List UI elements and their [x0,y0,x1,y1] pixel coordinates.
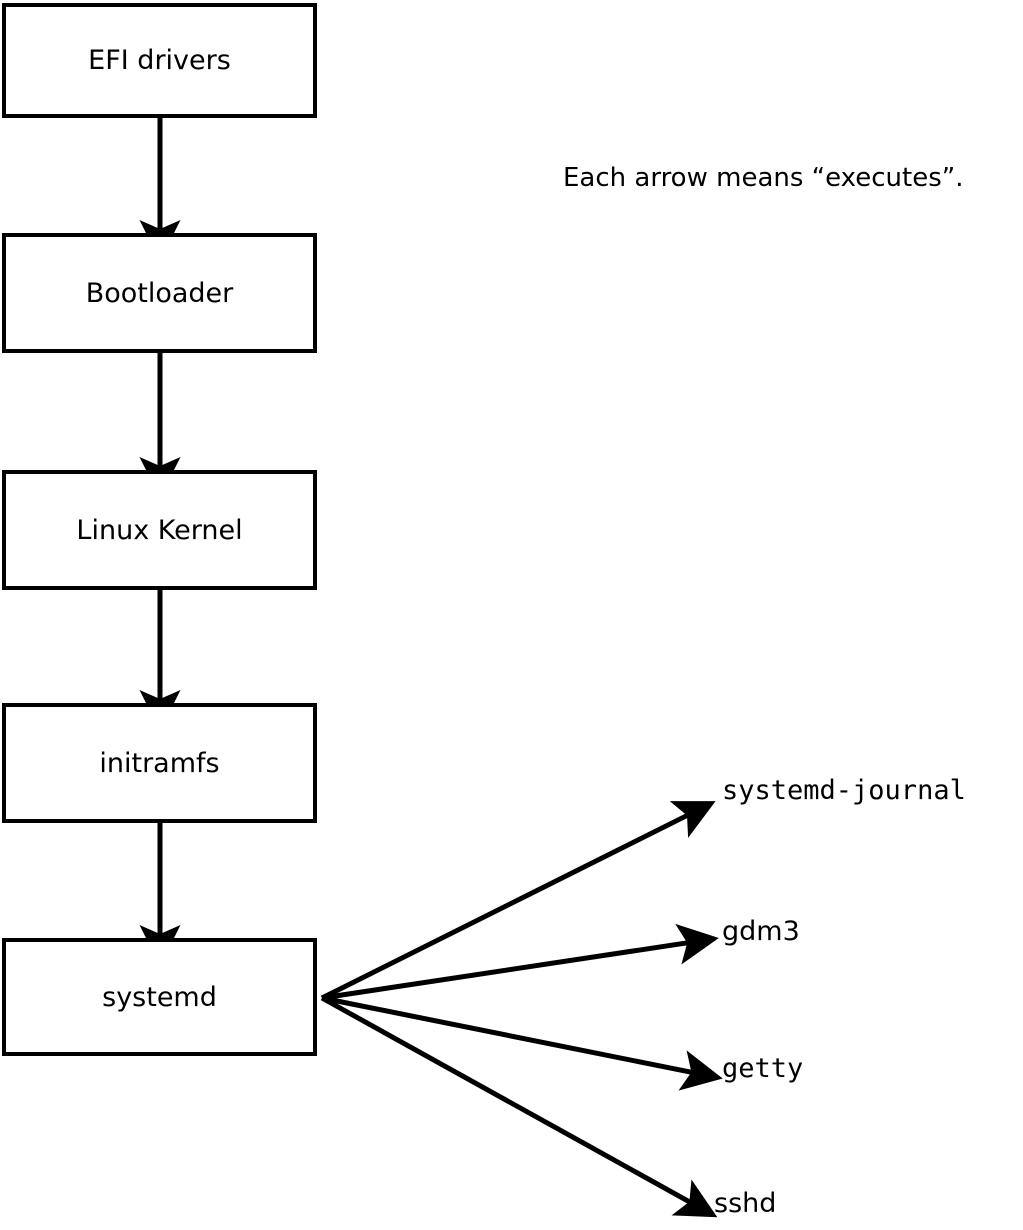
node-bootloader[interactable]: Bootloader [2,233,317,353]
node-label-bootloader: Bootloader [85,277,234,309]
node-initramfs[interactable]: initramfs [2,703,317,823]
leaf-label-sshd: sshd [714,1188,777,1219]
node-label-linux-kernel: Linux Kernel [76,514,243,546]
legend-note: Each arrow means “executes”. [563,163,964,193]
node-systemd[interactable]: systemd [2,938,317,1056]
node-label-efi-drivers: EFI drivers [88,45,231,76]
arrow-systemd-to-gdm3 [321,923,719,1001]
leaf-label-systemd-journal: systemd-journal [722,775,966,806]
systemd-fanout-arrows [320,801,723,1218]
arrow-systemd-to-sshd [320,995,718,1218]
leaf-label-gdm3: gdm3 [722,916,800,947]
arrow-systemd-to-getty [321,995,723,1091]
node-efi-drivers[interactable]: EFI drivers [2,3,317,118]
node-linux-kernel[interactable]: Linux Kernel [2,470,317,590]
node-label-systemd: systemd [102,981,217,1013]
leaf-label-getty: getty [722,1053,804,1084]
arrow-systemd-to-systemd-journal [320,801,716,1001]
node-label-initramfs: initramfs [99,747,220,779]
